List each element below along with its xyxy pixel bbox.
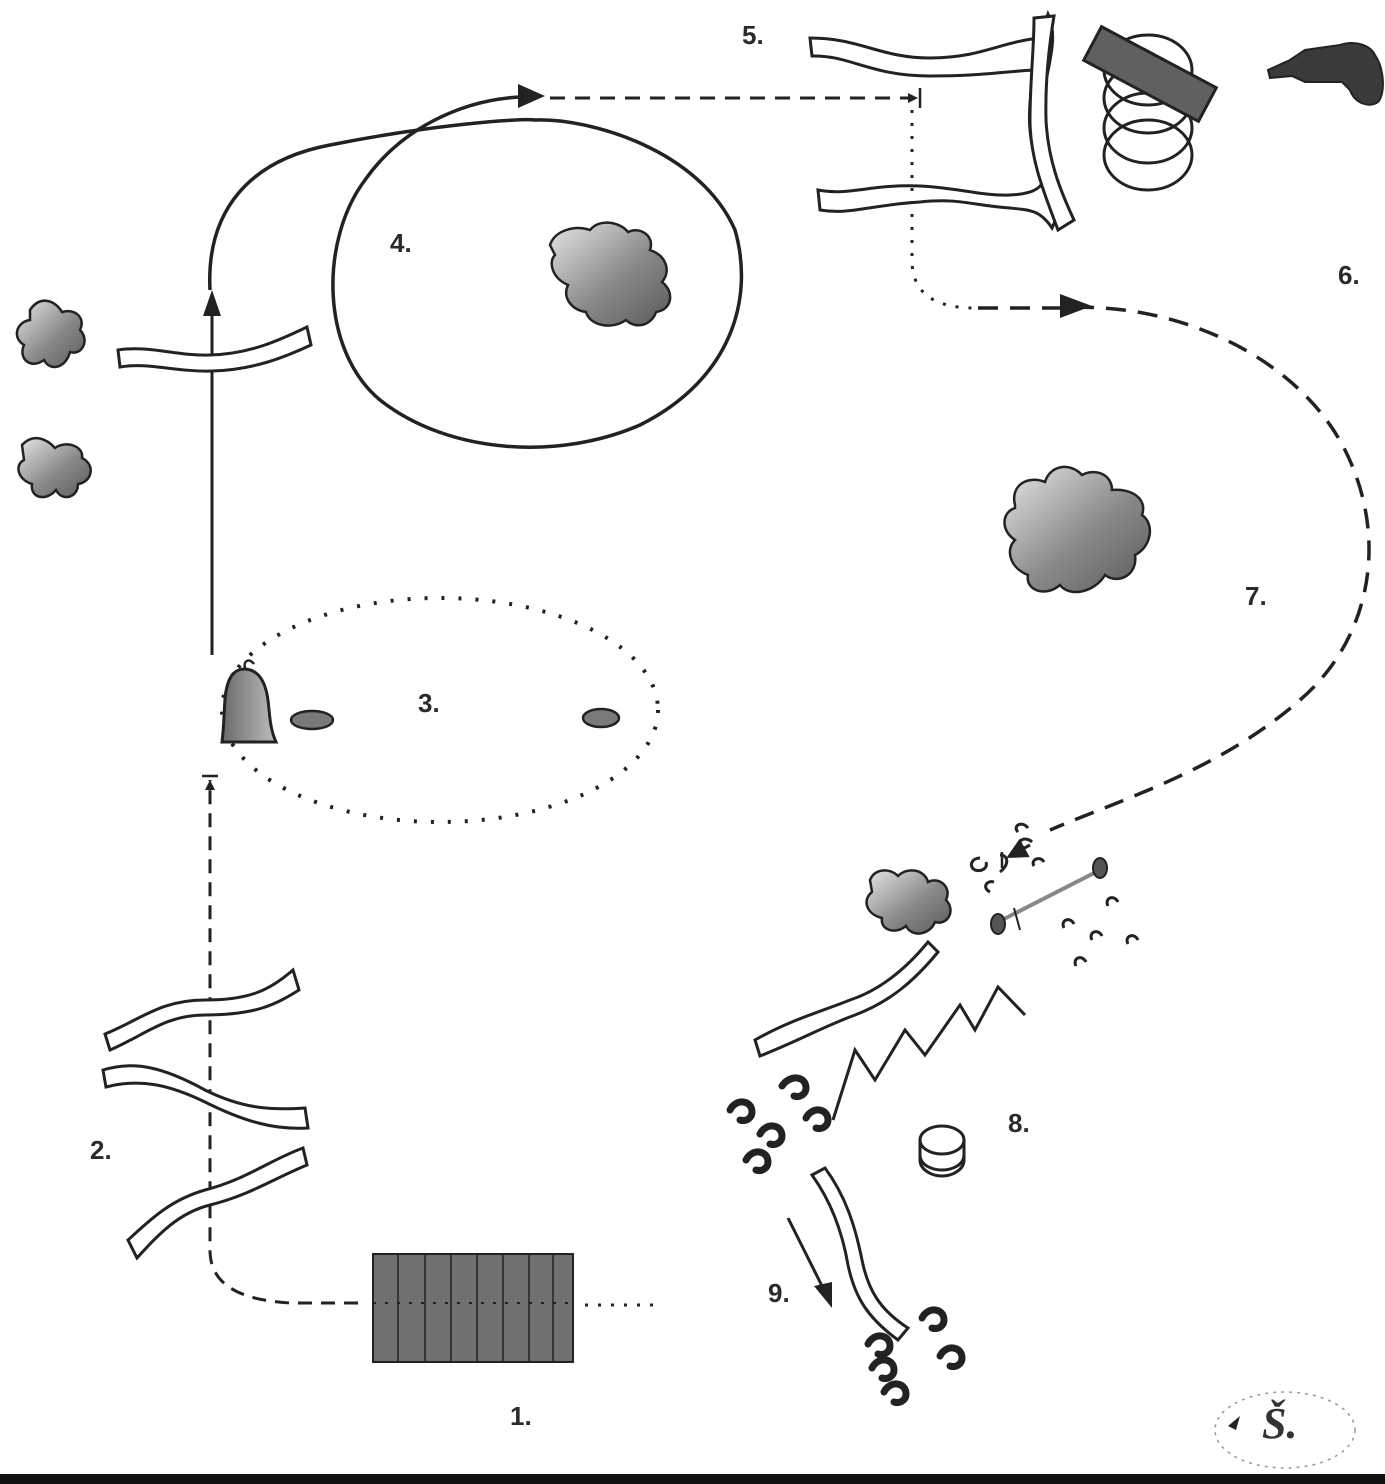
translation-complex xyxy=(808,9,1076,233)
path-transcription xyxy=(208,780,358,1305)
step-label-8: 8. xyxy=(1008,1108,1030,1138)
cytoplasm-blob xyxy=(1003,465,1152,594)
step-label-1: 1. xyxy=(510,1401,532,1431)
path-transcription-arrowtip xyxy=(205,780,215,790)
protein-blob-left-1 xyxy=(15,299,86,369)
oval-right xyxy=(581,707,621,729)
path-to-er xyxy=(910,110,976,310)
arrow-9 xyxy=(786,1217,826,1291)
hooks-arrow xyxy=(1006,838,1031,859)
bottom-border xyxy=(0,1474,1385,1484)
oval-left xyxy=(289,709,335,731)
step-label-5: 5. xyxy=(742,20,764,50)
step-label-7: 7. xyxy=(1245,581,1267,611)
bell-top-loop-icon xyxy=(243,659,256,669)
signature: Š. xyxy=(1262,1399,1298,1448)
path-to-golgi-arrowhead xyxy=(1060,294,1092,318)
hook-clusters-9 xyxy=(864,1306,966,1406)
arrow-9-head xyxy=(814,1282,832,1308)
step-label-3: 3. xyxy=(418,688,440,718)
mrna-ribbon-8 xyxy=(753,939,941,1058)
signature-arrow-icon xyxy=(1228,1416,1240,1430)
step-label-4: 4. xyxy=(390,228,412,258)
bell-icon xyxy=(220,667,279,744)
mrna-ribbon-9 xyxy=(809,1166,911,1343)
step-label-2: 2. xyxy=(90,1135,112,1165)
dna-block xyxy=(372,1253,574,1363)
arrow-export-head xyxy=(203,290,221,316)
step-label-6: 6. xyxy=(1338,260,1360,290)
secretion-loop-arrowhead xyxy=(518,84,545,108)
nucleus-dotted-ellipse xyxy=(220,596,660,824)
mrna-ribbon-left xyxy=(116,324,313,373)
vesicle-cylinder xyxy=(918,1124,966,1178)
mrna-ribbon-group-2 xyxy=(101,967,310,1261)
drill-icon xyxy=(1266,42,1384,106)
path-to-golgi xyxy=(978,305,1371,832)
hook-clusters-8 xyxy=(726,1074,832,1174)
signature-dotted-ellipse xyxy=(1214,1391,1356,1469)
step-label-9: 9. xyxy=(768,1278,790,1308)
protein-blob-left-2 xyxy=(17,436,92,499)
secretion-loop xyxy=(208,95,744,449)
protein-blob-8 xyxy=(865,869,952,935)
dumbbell-icon xyxy=(990,857,1108,935)
ribosome-bar xyxy=(1081,24,1219,124)
path-to-ribosome-arrowtip xyxy=(908,93,918,103)
cell-blob xyxy=(548,221,672,327)
zigzag-chain xyxy=(831,984,1027,1121)
